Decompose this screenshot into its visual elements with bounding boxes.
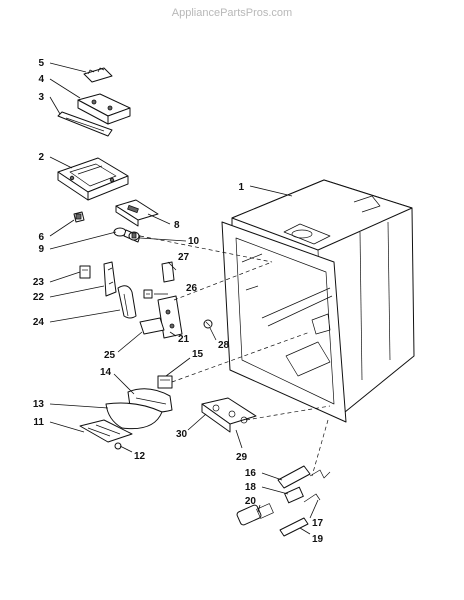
callout-14: 14 — [100, 367, 112, 378]
part-1-liner — [221, 179, 415, 423]
part-3-label — [57, 111, 113, 137]
callout-17: 17 — [312, 518, 324, 529]
callout-28: 28 — [218, 340, 230, 351]
part-21-bracket — [157, 295, 183, 339]
part-9-10-knobs — [113, 227, 141, 243]
callout-22: 22 — [33, 292, 45, 303]
part-11-lens-cover — [79, 419, 133, 443]
callout-15: 15 — [192, 349, 204, 360]
callout-30: 30 — [176, 429, 188, 440]
part-16-connector — [277, 465, 311, 489]
watermark: AppliancePartsPros.com — [172, 7, 292, 19]
part-29-30-switch — [201, 397, 257, 433]
part-18-connector — [284, 486, 304, 504]
callout-24: 24 — [33, 317, 45, 328]
callout-12: 12 — [134, 451, 146, 462]
callout-3: 3 — [38, 92, 44, 103]
part-6-knob — [73, 211, 85, 223]
part-28-screw — [203, 319, 213, 329]
callout-27: 27 — [178, 252, 190, 263]
part-27-cover — [161, 261, 175, 283]
callout-2: 2 — [38, 152, 44, 163]
part-17-wire-harness — [303, 469, 331, 503]
part-8-thermistor-housing — [115, 199, 159, 227]
callout-9: 9 — [38, 244, 44, 255]
leader-lines — [49, 62, 319, 535]
part-24-light-housing — [117, 285, 137, 319]
part-5-bracket — [83, 67, 113, 83]
part-26-socket — [143, 289, 153, 299]
part-23-clip — [79, 265, 91, 279]
callout-4: 4 — [38, 74, 44, 85]
assembly-lines — [139, 235, 331, 477]
callout-19: 19 — [312, 534, 324, 545]
callout-18: 18 — [245, 482, 257, 493]
callout-13: 13 — [33, 399, 45, 410]
callout-1: 1 — [238, 182, 244, 193]
part-4-housing — [77, 93, 131, 125]
part-13-lens — [105, 402, 163, 430]
callout-21: 21 — [178, 334, 190, 345]
callout-23: 23 — [33, 277, 45, 288]
part-20-plug — [236, 503, 274, 526]
part-22-bracket — [103, 261, 117, 297]
callout-25: 25 — [104, 350, 116, 361]
callout-11: 11 — [33, 417, 44, 428]
callout-20: 20 — [245, 496, 257, 507]
callout-29: 29 — [236, 452, 248, 463]
callout-10: 10 — [188, 236, 200, 247]
callout-26: 26 — [186, 283, 198, 294]
callout-16: 16 — [245, 468, 257, 479]
part-15-socket — [157, 375, 173, 389]
callout-5: 5 — [38, 58, 44, 69]
part-2-control-housing — [57, 157, 129, 201]
callout-8: 8 — [174, 220, 180, 231]
part-25-cover — [139, 317, 165, 335]
part-19-wire-clip — [279, 517, 309, 537]
callout-6: 6 — [38, 232, 44, 243]
callout-numbers: 5 4 3 2 6 8 9 10 23 22 24 27 26 21 25 28… — [33, 58, 324, 545]
part-12-screw — [114, 442, 122, 450]
